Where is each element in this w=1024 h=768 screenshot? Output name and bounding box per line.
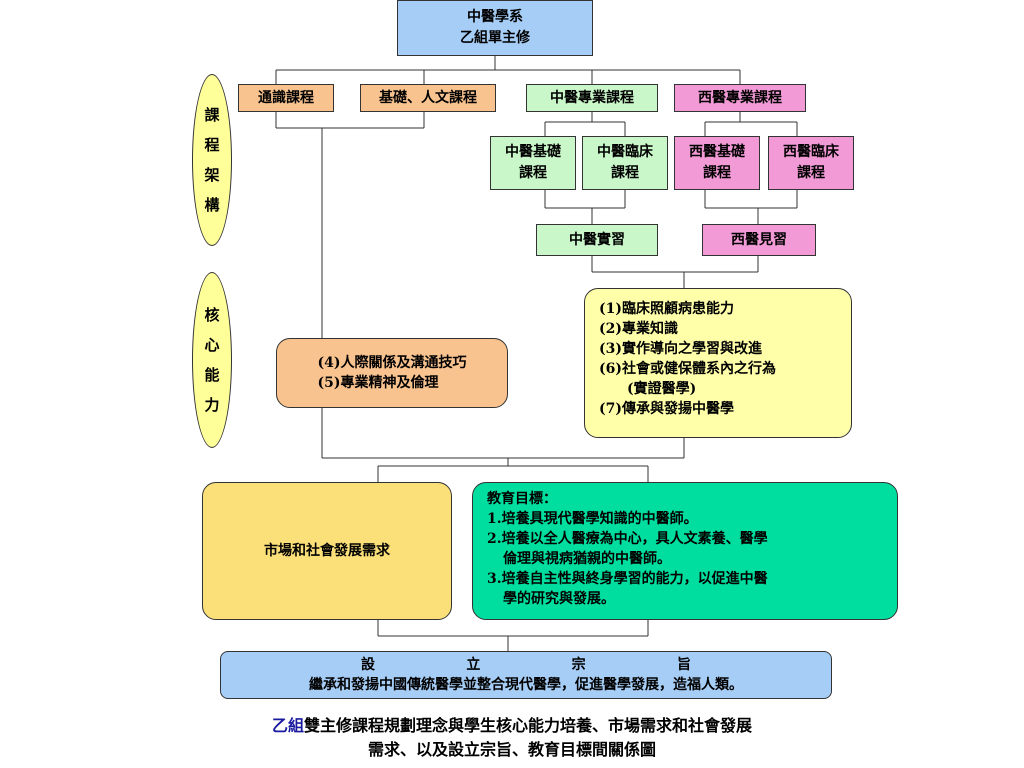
core-ability-right-box: (1)臨床照顧病患能力 (2)專業知識 (3)實作導向之學習與改進 (6)社會或… (584, 288, 852, 438)
humanities-course-box: 基礎、人文課程 (360, 84, 496, 112)
department-box: 中醫學系 乙組單主修 (397, 0, 593, 56)
core-ability-left-box: (4)人際關係及溝通技巧 (5)專業精神及倫理 (276, 338, 508, 408)
general-education-box: 通識課程 (238, 84, 334, 112)
mission-text: 繼承和發揚中國傳統醫學並整合現代醫學，促進醫學發展，造福人類。 (309, 677, 743, 693)
tcm-basic-box: 中醫基礎課程 (490, 136, 576, 190)
education-goals-box: 教育目標： 1.培養具現代醫學知識的中醫師。 2.培養以全人醫療為中心，具人文素… (472, 482, 898, 620)
mission-box: 設 立 宗 旨 繼承和發揚中國傳統醫學並整合現代醫學，促進醫學發展，造福人類。 (220, 651, 832, 699)
western-basic-box: 西醫基礎課程 (674, 136, 760, 190)
diagram-caption: 乙組雙主修課程規劃理念與學生核心能力培養、市場需求和社會發展 需求、以及設立宗旨… (271, 716, 753, 759)
track-name: 乙組單主修 (460, 30, 530, 46)
western-professional-box: 西醫專業課程 (674, 84, 806, 112)
tcm-clinical-box: 中醫臨床課程 (582, 136, 668, 190)
tcm-internship-box: 中醫實習 (536, 224, 658, 256)
tcm-professional-box: 中醫專業課程 (526, 84, 658, 112)
western-clinical-box: 西醫臨床課程 (768, 136, 854, 190)
western-clerkship-box: 西醫見習 (702, 224, 816, 256)
department-name: 中醫學系 (467, 9, 523, 25)
core-ability-label: 核 心 能 力 (192, 272, 232, 448)
market-demand-box: 市場和社會發展需求 (202, 482, 452, 620)
mission-title: 設 立 宗 旨 (361, 657, 691, 673)
course-structure-label: 課 程 架 構 (192, 74, 232, 246)
caption-highlight: 乙組 (271, 716, 304, 735)
